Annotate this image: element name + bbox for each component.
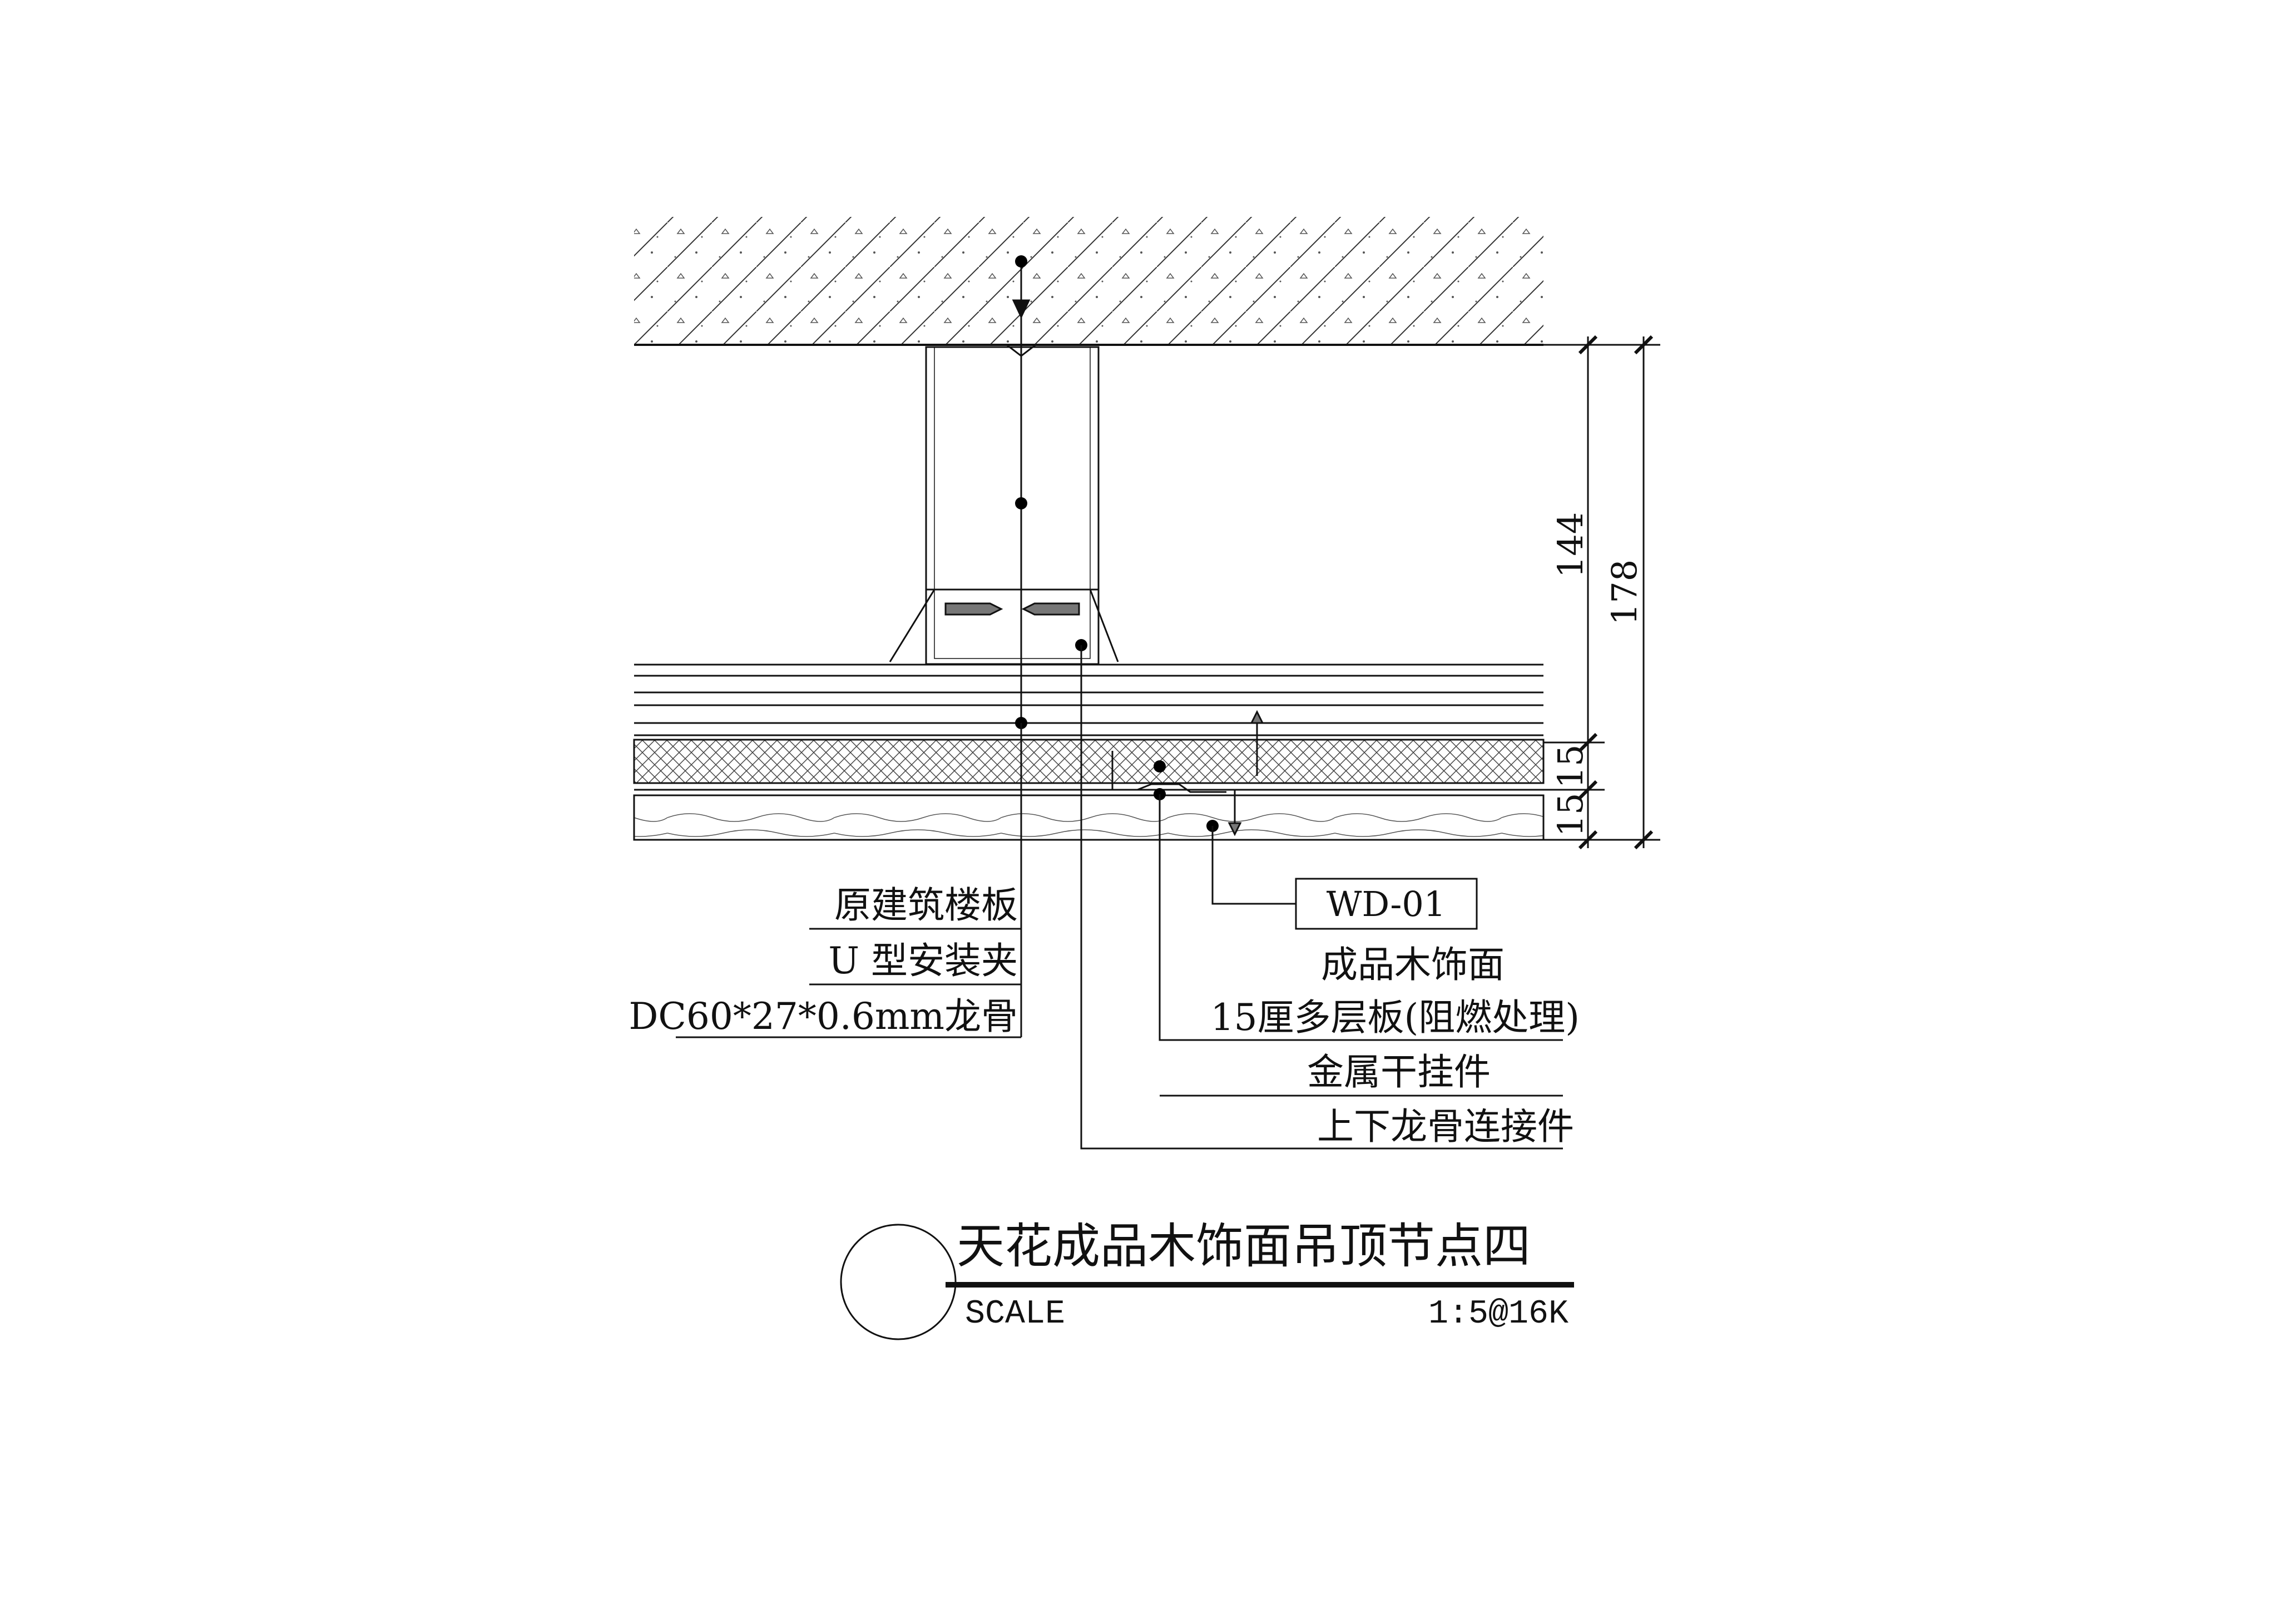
board-layers xyxy=(633,664,1545,841)
title-circle xyxy=(840,1224,957,1340)
label-u-clip: U 型安装夹 xyxy=(828,939,1018,982)
scale-label: SCALE xyxy=(965,1295,1065,1333)
leaders-right xyxy=(1080,645,1563,1150)
dc60-keel xyxy=(889,588,1119,666)
leaders-left xyxy=(676,723,1022,1038)
dim-178: 178 xyxy=(1604,560,1645,625)
metal-hanger xyxy=(1085,710,1264,836)
concrete-slab xyxy=(634,217,1543,346)
wd-tag: WD-01 xyxy=(1295,878,1478,930)
wood-veneer-layer xyxy=(633,794,1545,841)
scale-value: 1:5@16K xyxy=(1428,1295,1568,1333)
label-wood-veneer: 成品木饰面 xyxy=(1321,943,1505,986)
label-floor-slab: 原建筑楼板 xyxy=(834,884,1018,927)
label-metal-hanger: 金属干挂件 xyxy=(1307,1051,1491,1093)
dimension-lines xyxy=(1543,335,1660,850)
wd-tag-text: WD-01 xyxy=(1327,884,1446,924)
label-keel: DC60*27*0.6mm龙骨 xyxy=(629,995,1018,1038)
dim-144: 144 xyxy=(1550,512,1591,578)
dim-15-lower: 15 xyxy=(1550,793,1591,837)
dim-15-upper: 15 xyxy=(1550,745,1591,789)
label-keel-connector: 上下龙骨连接件 xyxy=(1317,1105,1574,1148)
label-plywood: 15厘多层板(阻燃处理) xyxy=(1211,996,1580,1039)
drawing-title: 天花成品木饰面吊顶节点四 xyxy=(957,1219,1531,1274)
title-block: 天花成品木饰面吊顶节点四 SCALE 1:5@16K xyxy=(840,1219,1574,1340)
plywood-layer xyxy=(633,739,1545,784)
